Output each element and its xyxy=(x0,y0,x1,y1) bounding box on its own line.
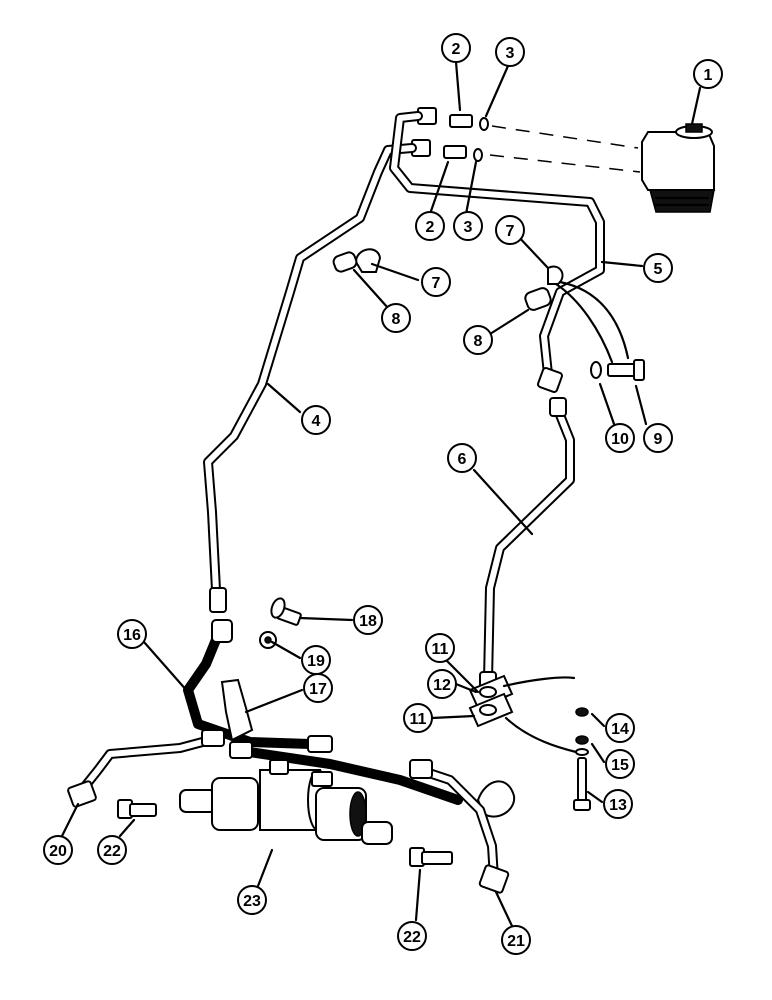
bracket-bolt-washer xyxy=(220,597,302,742)
tube-21 xyxy=(409,759,510,894)
hose-center xyxy=(229,741,516,818)
callout-22-left: 22 xyxy=(97,835,127,865)
tube-4 xyxy=(203,143,417,613)
callout-9-label: 9 xyxy=(654,431,663,448)
tube-6 xyxy=(479,397,575,695)
callout-18: 18 xyxy=(353,605,383,635)
callout-8-left: 8 xyxy=(381,303,411,333)
washer-and-bolt xyxy=(590,359,645,381)
callout-8-left-label: 8 xyxy=(392,311,401,328)
callout-21-label: 21 xyxy=(507,933,525,950)
callout-11-top: 11 xyxy=(425,633,455,663)
hose-16 xyxy=(183,619,333,753)
callout-3-top: 3 xyxy=(495,37,525,67)
callout-12-label: 12 xyxy=(433,677,451,694)
leader-lines xyxy=(60,60,702,928)
callout-12: 12 xyxy=(427,669,457,699)
callout-23: 23 xyxy=(237,885,267,915)
callout-4-label: 4 xyxy=(312,413,321,430)
callout-19-label: 19 xyxy=(307,653,325,670)
callout-10: 10 xyxy=(605,423,635,453)
callout-7-left-label: 7 xyxy=(432,275,441,292)
callout-5: 5 xyxy=(643,253,673,283)
tube-5 xyxy=(389,111,605,393)
upper-fittings xyxy=(411,107,489,162)
callout-9: 9 xyxy=(643,423,673,453)
callout-13: 13 xyxy=(603,789,633,819)
callout-2-top: 2 xyxy=(441,33,471,63)
callout-6-label: 6 xyxy=(458,451,467,468)
callout-20-label: 20 xyxy=(49,843,67,860)
callout-15-label: 15 xyxy=(611,757,629,774)
callout-2-bottom-label: 2 xyxy=(426,219,435,236)
callout-22-right: 22 xyxy=(397,921,427,951)
callout-7-right: 7 xyxy=(495,215,525,245)
steering-control-valve xyxy=(641,123,715,213)
callout-5-label: 5 xyxy=(654,261,663,278)
callout-19: 19 xyxy=(301,645,331,675)
callout-17: 17 xyxy=(303,673,333,703)
callout-14-label: 14 xyxy=(611,721,629,738)
callout-2-top-label: 2 xyxy=(452,41,461,58)
callout-22-left-label: 22 xyxy=(103,843,121,860)
callout-3-bottom: 3 xyxy=(453,211,483,241)
callout-11-bottom-label: 11 xyxy=(410,711,427,728)
steering-cylinder xyxy=(179,759,393,845)
callout-16-label: 16 xyxy=(123,627,141,644)
callout-23-label: 23 xyxy=(243,893,261,910)
callout-21: 21 xyxy=(501,925,531,955)
fittings-22 xyxy=(117,799,453,867)
clamps-and-spacers xyxy=(332,248,630,364)
alignment-dash-lower xyxy=(489,154,641,173)
callout-16: 16 xyxy=(117,619,147,649)
callout-4: 4 xyxy=(301,405,331,435)
callout-22-right-label: 22 xyxy=(403,929,421,946)
callout-13-label: 13 xyxy=(609,797,627,814)
callout-3-top-label: 3 xyxy=(506,45,515,62)
callout-8-right: 8 xyxy=(463,325,493,355)
callout-17-label: 17 xyxy=(309,681,327,698)
callout-14: 14 xyxy=(605,713,635,743)
callout-8-right-label: 8 xyxy=(474,333,483,350)
callout-7-left: 7 xyxy=(421,267,451,297)
callout-3-bottom-label: 3 xyxy=(464,219,473,236)
callout-2-bottom: 2 xyxy=(415,211,445,241)
tube-20 xyxy=(67,729,225,808)
callout-11-bottom: 11 xyxy=(403,703,433,733)
callout-6: 6 xyxy=(447,443,477,473)
callout-1-label: 1 xyxy=(704,67,713,84)
callout-7-right-label: 7 xyxy=(506,223,515,240)
callout-10-label: 10 xyxy=(611,431,629,448)
callout-15: 15 xyxy=(605,749,635,779)
callout-11-top-label: 11 xyxy=(432,641,449,658)
gasket-stack xyxy=(468,674,591,811)
alignment-dash-upper xyxy=(491,125,639,149)
callout-20: 20 xyxy=(43,835,73,865)
callout-18-label: 18 xyxy=(359,613,377,630)
callout-1: 1 xyxy=(693,59,723,89)
